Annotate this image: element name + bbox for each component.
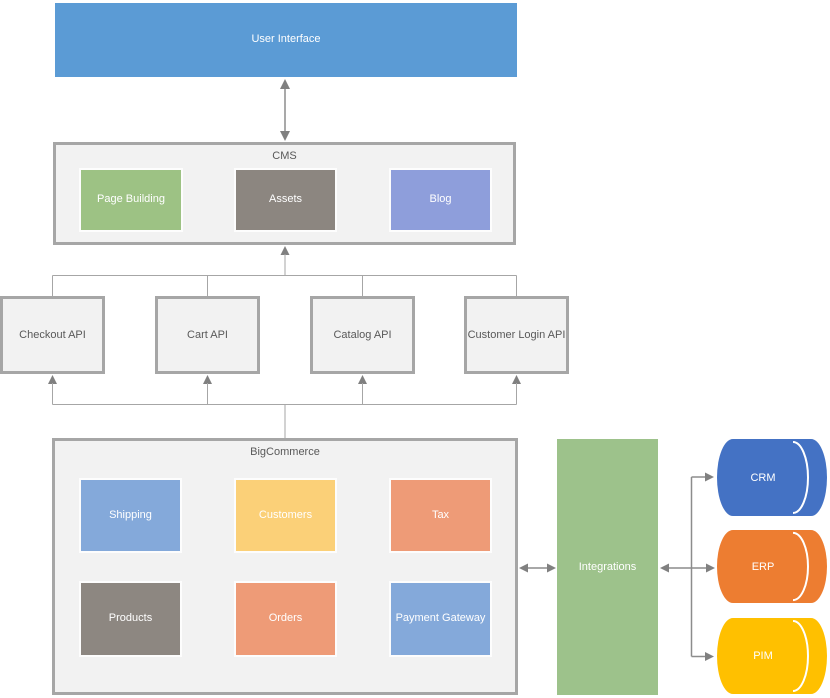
erp-cylinder-rim: [792, 531, 809, 602]
node-assets: Assets: [234, 168, 337, 232]
node-products-label: Products: [108, 612, 153, 625]
datastore-crm-label: CRM: [750, 471, 776, 484]
node-assets-label: Assets: [268, 193, 302, 206]
node-integrations-label: Integrations: [578, 561, 637, 573]
datastore-pim-label: PIM: [753, 650, 773, 662]
datastore-pim: PIM: [717, 618, 827, 694]
node-products: Products: [79, 581, 182, 657]
pim-cylinder-body: [717, 618, 827, 694]
arrow-ui-cms: [280, 79, 290, 141]
arrows-apis-to-cms: [52, 246, 517, 296]
crm-cylinder-body: [717, 439, 827, 516]
node-user-interface-label: User Interface: [251, 33, 321, 46]
node-cart-api-label: Cart API: [187, 329, 228, 341]
datastore-erp-label: ERP: [751, 560, 775, 573]
node-orders: Orders: [234, 581, 337, 657]
node-user-interface: User Interface: [55, 3, 517, 77]
node-shipping-label: Shipping: [109, 508, 152, 521]
node-page-building-label: Page Building: [97, 193, 165, 206]
node-payment-gateway-label: Payment Gateway: [395, 612, 486, 625]
crm-cylinder-rim: [792, 441, 809, 514]
node-customers: Customers: [234, 478, 337, 553]
pim-cylinder-rim: [792, 620, 809, 692]
container-bigcommerce-label: BigCommerce: [250, 446, 320, 458]
node-customers-label: Customers: [258, 508, 313, 521]
erp-cylinder-body: [717, 530, 827, 603]
node-customer-login-api: Customer Login API: [464, 296, 569, 374]
node-shipping: Shipping: [79, 478, 182, 553]
node-catalog-api: Catalog API: [310, 296, 415, 374]
node-customer-login-api-label: Customer Login API: [467, 329, 566, 341]
node-blog-label: Blog: [429, 193, 452, 206]
node-checkout-api-label: Checkout API: [19, 329, 86, 341]
arrows-branch-crm-pim: [690, 472, 714, 661]
node-payment-gateway: Payment Gateway: [389, 581, 492, 657]
node-blog: Blog: [389, 168, 492, 232]
container-bigcommerce: BigCommerce Shipping Customers Tax Produ…: [52, 438, 518, 695]
arrow-bigcommerce-integrations: [519, 563, 556, 573]
container-cms: CMS Page Building Assets Blog: [53, 142, 516, 245]
node-cart-api: Cart API: [155, 296, 260, 374]
node-catalog-api-label: Catalog API: [333, 329, 392, 341]
node-tax-label: Tax: [431, 508, 450, 521]
node-checkout-api: Checkout API: [0, 296, 105, 374]
arrows-bigcommerce-to-apis: [48, 375, 521, 438]
node-orders-label: Orders: [268, 612, 303, 625]
node-tax: Tax: [389, 478, 492, 553]
arrow-integrations-erp: [660, 563, 715, 573]
node-page-building: Page Building: [79, 168, 183, 232]
datastore-crm: CRM: [717, 439, 827, 516]
node-integrations: Integrations: [557, 439, 658, 695]
datastore-erp: ERP: [717, 530, 827, 603]
container-cms-label: CMS: [272, 150, 297, 162]
